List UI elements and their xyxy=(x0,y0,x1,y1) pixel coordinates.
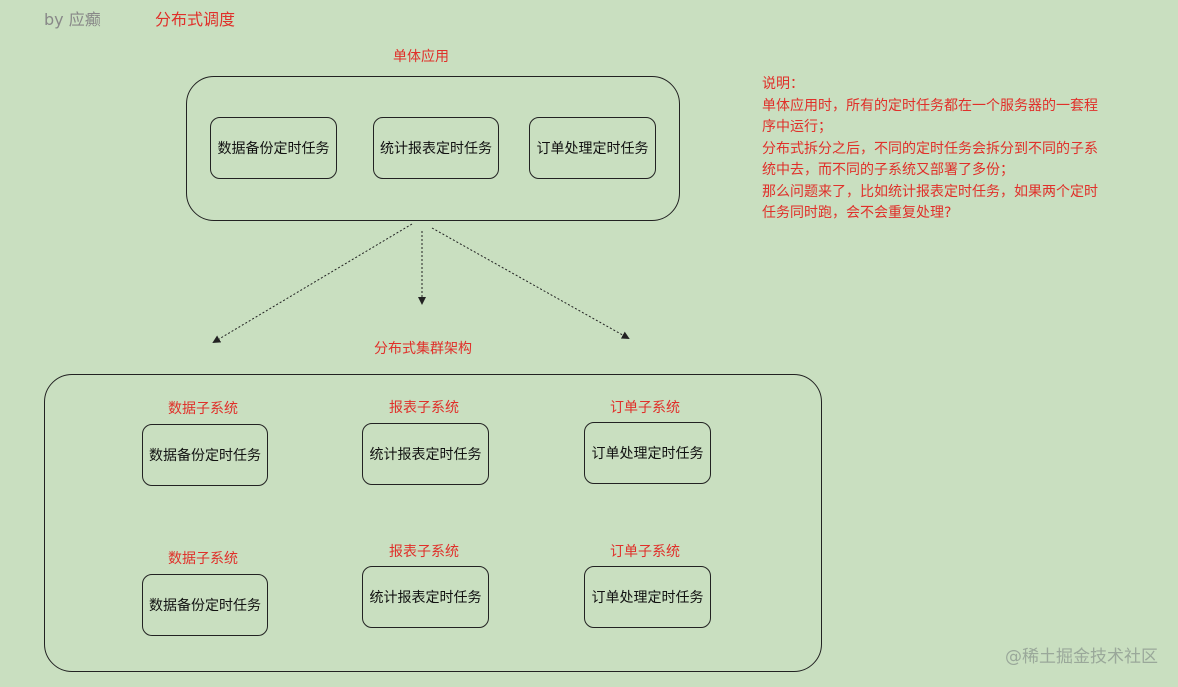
subsystem-label: 报表子系统 xyxy=(389,400,459,416)
arrow-left xyxy=(212,223,413,344)
monolith-container xyxy=(186,76,680,221)
subsystem-label: 数据子系统 xyxy=(168,401,238,417)
subsystem-task: 订单处理定时任务 xyxy=(584,566,711,628)
arrow-right xyxy=(431,227,630,339)
subsystem-task: 统计报表定时任务 xyxy=(362,566,489,628)
subsystem-task: 统计报表定时任务 xyxy=(362,423,489,485)
subsystem-label: 报表子系统 xyxy=(389,544,459,560)
note-line: 说明： xyxy=(762,76,804,92)
note-line: 那么问题来了，比如统计报表定时任务，如果两个定时 xyxy=(762,183,1098,200)
subsystem-task: 数据备份定时任务 xyxy=(142,574,268,636)
watermark: @稀土掘金技术社区 xyxy=(1005,647,1158,667)
monolith-task-order: 订单处理定时任务 xyxy=(529,117,656,179)
note-line: 任务同时跑，会不会重复处理? xyxy=(762,205,952,221)
note-line: 统中去，而不同的子系统又部署了多份； xyxy=(762,162,1014,178)
subsystem-task: 订单处理定时任务 xyxy=(584,422,711,484)
author-label: by 应癫 xyxy=(44,10,101,29)
distributed-container xyxy=(44,374,822,672)
subsystem-label: 订单子系统 xyxy=(610,544,680,560)
explanation-note: 说明： 单体应用时，所有的定时任务都在一个服务器的一套程 序中运行； 分布式拆分… xyxy=(762,74,1162,225)
monolith-label: 单体应用 xyxy=(393,49,449,65)
note-line: 单体应用时，所有的定时任务都在一个服务器的一套程 xyxy=(762,97,1098,114)
subsystem-label: 订单子系统 xyxy=(610,400,680,416)
distributed-label: 分布式集群架构 xyxy=(374,341,472,357)
monolith-task-backup: 数据备份定时任务 xyxy=(210,117,337,179)
note-line: 分布式拆分之后，不同的定时任务会拆分到不同的子系 xyxy=(762,140,1098,157)
note-line: 序中运行； xyxy=(762,119,832,135)
monolith-task-report: 统计报表定时任务 xyxy=(373,117,499,179)
diagram-title: 分布式调度 xyxy=(155,10,236,29)
subsystem-task: 数据备份定时任务 xyxy=(142,424,268,486)
subsystem-label: 数据子系统 xyxy=(168,551,238,567)
